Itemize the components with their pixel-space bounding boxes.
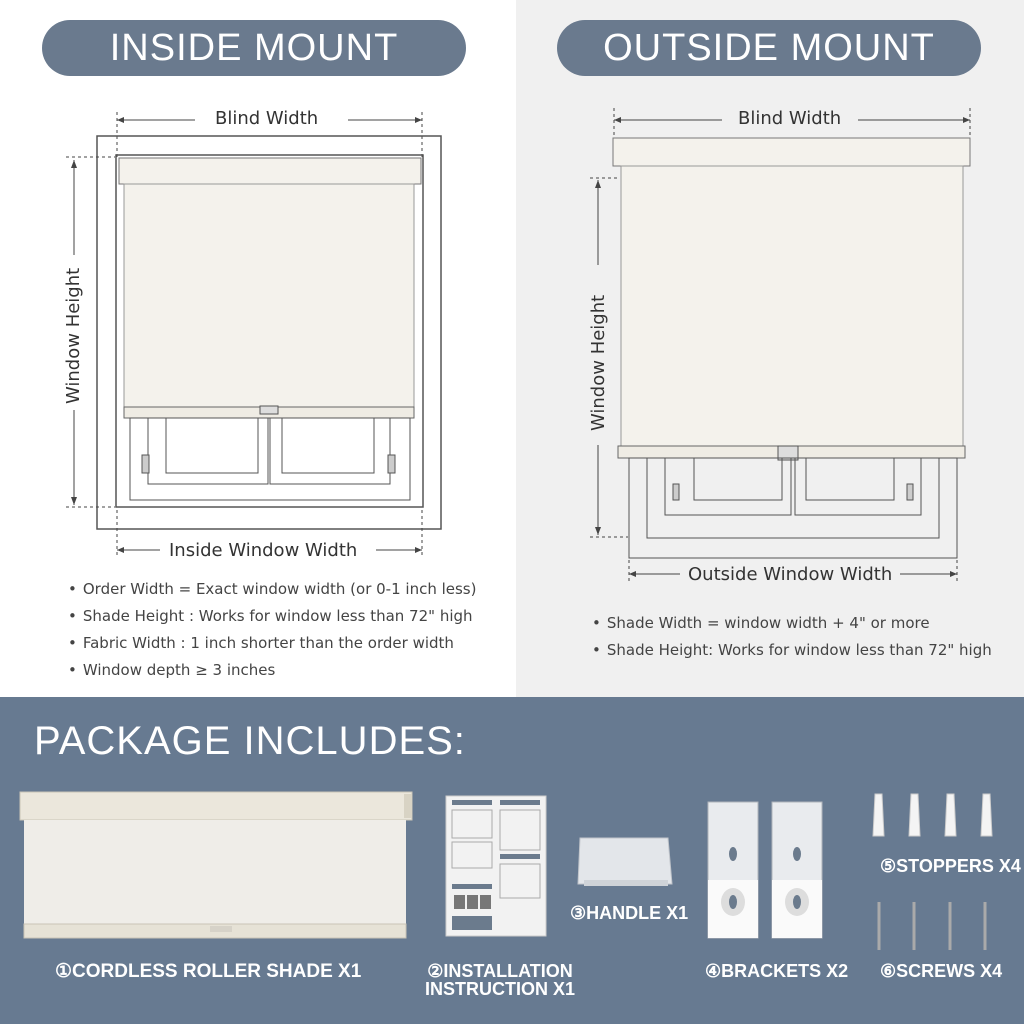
item-screws-label: ⑥SCREWS X4 bbox=[880, 961, 1003, 981]
note-item: Shade Height : Works for window less tha… bbox=[68, 607, 476, 625]
outside-mount-panel: OUTSIDE MOUNT bbox=[516, 0, 1024, 697]
stoppers-image bbox=[872, 793, 993, 837]
outside-mount-title: OUTSIDE MOUNT bbox=[557, 20, 981, 76]
note-item: Shade Width = window width + 4" or more bbox=[592, 614, 992, 632]
inside-mount-panel: INSIDE MOUNT bbox=[0, 0, 516, 697]
note-item: Shade Height: Works for window less than… bbox=[592, 641, 992, 659]
note-item: Window depth ≥ 3 inches bbox=[68, 661, 476, 679]
inside-mount-notes: Order Width = Exact window width (or 0-1… bbox=[68, 580, 477, 688]
handle-image bbox=[577, 837, 673, 886]
note-item: Order Width = Exact window width (or 0-1… bbox=[68, 580, 477, 598]
note-item: Fabric Width : 1 inch shorter than the o… bbox=[68, 634, 476, 652]
blind-width-label: Blind Width bbox=[738, 108, 842, 129]
inside-mount-diagram bbox=[66, 112, 442, 558]
item-roller-shade-label: ①CORDLESS ROLLER SHADE X1 bbox=[55, 961, 362, 982]
item-instruction-line1: ②INSTALLATION bbox=[427, 961, 573, 981]
item-instruction-label: ②INSTALLATION INSTRUCTION X1 bbox=[425, 962, 575, 998]
outside-mount-diagram bbox=[590, 108, 971, 584]
brackets-image bbox=[707, 801, 823, 939]
screws-image bbox=[877, 902, 987, 950]
window-height-label: Window Height bbox=[588, 294, 609, 431]
inside-mount-title: INSIDE MOUNT bbox=[42, 20, 466, 76]
item-stoppers-label: ⑤STOPPERS X4 bbox=[880, 856, 1021, 876]
package-title: PACKAGE INCLUDES: bbox=[34, 719, 466, 763]
window-height-label: Window Height bbox=[63, 267, 84, 404]
item-handle-label: ③HANDLE X1 bbox=[570, 903, 689, 923]
item-instruction-line2: INSTRUCTION X1 bbox=[425, 979, 576, 999]
installation-manual-image bbox=[445, 795, 547, 937]
outside-window-width-label: Outside Window Width bbox=[688, 564, 893, 585]
inside-window-width-label: Inside Window Width bbox=[169, 540, 358, 561]
roller-shade-image bbox=[19, 791, 413, 939]
item-brackets-label: ④BRACKETS X2 bbox=[705, 961, 849, 981]
blind-width-label: Blind Width bbox=[215, 108, 319, 129]
package-items-illustration bbox=[19, 791, 993, 950]
outside-mount-notes: Shade Width = window width + 4" or more … bbox=[592, 614, 992, 668]
package-includes-section: PACKAGE INCLUDES: bbox=[0, 697, 1024, 1024]
